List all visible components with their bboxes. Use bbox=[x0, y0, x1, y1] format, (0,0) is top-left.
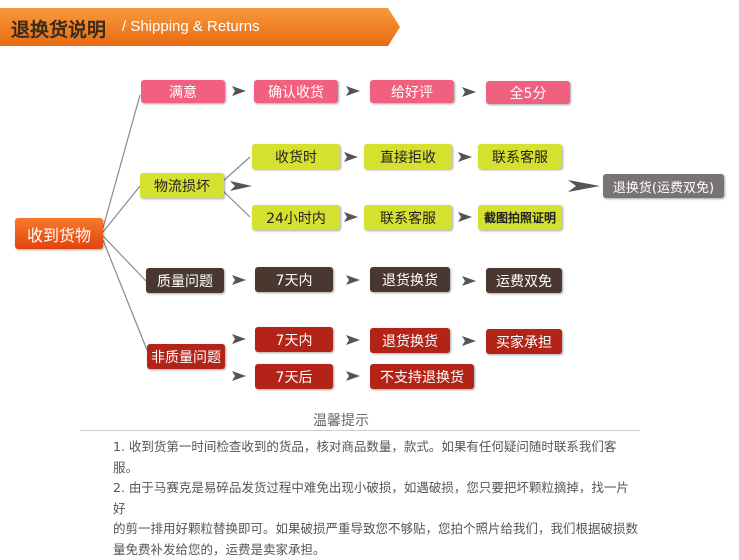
tips-notes: 1. 收到货第一时间检查收到的货品，核对商品数量，款式。如果有任何疑问随时联系我… bbox=[113, 437, 641, 560]
arrow-icon bbox=[346, 371, 360, 381]
tips-line: 的剪一排用好颗粒替换即可。如果破损严重导致您不够贴，您拍个照片给我们，我们根据破… bbox=[113, 519, 641, 540]
tips-line: 量免费补发给您的，运费是卖家承担。 bbox=[113, 540, 641, 560]
arrow-icon bbox=[462, 276, 476, 286]
arrow-icon bbox=[346, 335, 360, 345]
step-node: 退货换货 bbox=[370, 267, 450, 292]
arrow-icon bbox=[568, 180, 600, 192]
arrow-icon bbox=[346, 275, 360, 285]
step-node: 退货换货 bbox=[370, 328, 450, 353]
arrow-icon bbox=[232, 371, 246, 381]
arrow-icon bbox=[344, 212, 358, 222]
step-node: 截图拍照证明 bbox=[478, 205, 562, 230]
arrow-icon bbox=[344, 152, 358, 162]
logistics-result: 退换货(运费双免) bbox=[603, 174, 724, 198]
branch-logistics: 物流损坏 bbox=[140, 173, 224, 198]
step-node: 运费双免 bbox=[486, 268, 562, 293]
arrow-icon bbox=[232, 275, 246, 285]
arrow-icon bbox=[458, 152, 472, 162]
step-node: 买家承担 bbox=[486, 329, 562, 354]
step-node: 不支持退换货 bbox=[370, 364, 474, 389]
branch-quality: 质量问题 bbox=[146, 268, 224, 293]
branch-nonquality: 非质量问题 bbox=[147, 344, 225, 369]
arrow-icon bbox=[232, 86, 246, 96]
step-node: 全5分 bbox=[486, 81, 570, 104]
arrow-icon bbox=[346, 86, 360, 96]
step-node: 7天后 bbox=[255, 364, 333, 389]
step-node: 联系客服 bbox=[478, 144, 562, 169]
arrow-icon bbox=[230, 181, 252, 191]
arrow-icon bbox=[232, 334, 246, 344]
step-node: 收货时 bbox=[252, 144, 340, 169]
tips-line: 2. 由于马赛克是易碎品发货过程中难免出现小破损，如遇破损，您只要把坏颗粒摘掉，… bbox=[113, 478, 641, 519]
step-node: 24小时内 bbox=[252, 205, 340, 230]
arrow-icon bbox=[462, 336, 476, 346]
step-node: 7天内 bbox=[255, 327, 333, 352]
tips-title: 温馨提示 bbox=[313, 410, 369, 430]
step-node: 直接拒收 bbox=[364, 144, 452, 169]
step-node: 7天内 bbox=[255, 267, 333, 292]
branch-satisfied: 满意 bbox=[141, 80, 225, 103]
arrow-icon bbox=[462, 87, 476, 97]
step-node: 联系客服 bbox=[364, 205, 452, 230]
tips-line: 1. 收到货第一时间检查收到的货品，核对商品数量，款式。如果有任何疑问随时联系我… bbox=[113, 437, 641, 478]
arrow-icon bbox=[458, 212, 472, 222]
root-node: 收到货物 bbox=[15, 218, 103, 249]
tips-divider bbox=[80, 430, 640, 431]
step-node: 给好评 bbox=[370, 80, 454, 103]
step-node: 确认收货 bbox=[254, 80, 338, 103]
